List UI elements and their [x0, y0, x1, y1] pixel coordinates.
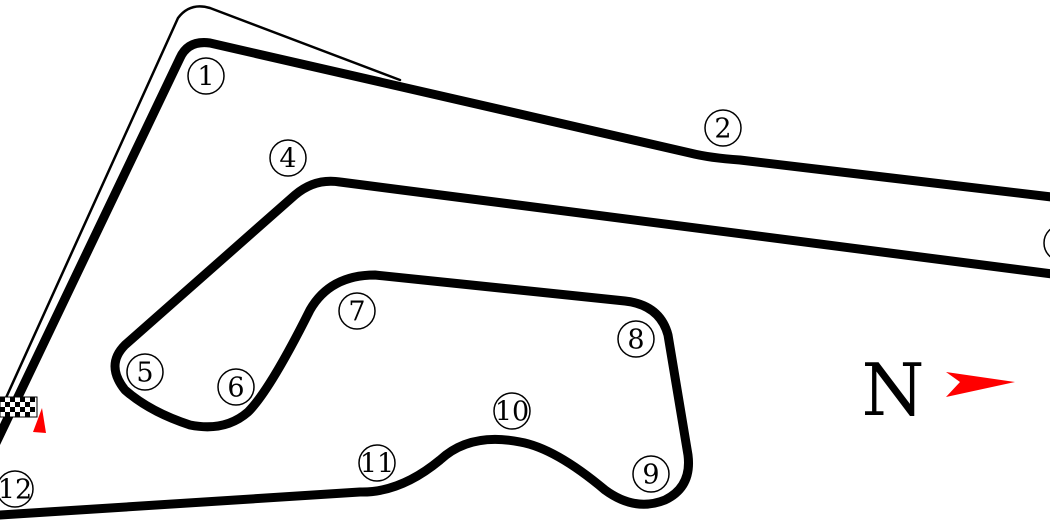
north-label: N [862, 348, 925, 432]
turn-marker-2: 2 [704, 109, 742, 147]
turn-label: 7 [348, 297, 365, 328]
turn-label: 1 [197, 62, 214, 93]
turn-marker-5: 5 [126, 353, 164, 391]
track-outline [0, 38, 1050, 520]
turn-label: 6 [227, 373, 244, 404]
turn-marker-4: 4 [269, 139, 307, 177]
north-compass: N [862, 348, 1015, 432]
turn-marker-12: 12 [0, 470, 34, 508]
turn-label: 9 [642, 460, 659, 491]
turn-label: 2 [714, 114, 731, 145]
turn-label: 4 [279, 144, 296, 175]
turn-marker-1: 1 [187, 57, 225, 95]
turn-marker-10: 10 [493, 392, 531, 430]
turn-marker-9: 9 [632, 455, 670, 493]
turn-marker-3: 3 [1043, 228, 1050, 258]
turn-marker-7: 7 [338, 292, 376, 330]
turn-label: 5 [136, 358, 153, 389]
turn-label: 10 [495, 397, 529, 428]
turn-marker-6: 6 [217, 368, 255, 406]
pit-lane [3, 5, 402, 402]
direction-arrow-icon [33, 408, 46, 433]
turn-marker-11: 11 [358, 444, 396, 482]
turn-marker-8: 8 [617, 320, 655, 358]
turn-label: 8 [627, 325, 644, 356]
turn-label: 11 [360, 449, 394, 480]
north-arrow-icon [946, 372, 1015, 397]
start-finish-flag [0, 396, 38, 418]
turn-label: 12 [0, 475, 32, 506]
